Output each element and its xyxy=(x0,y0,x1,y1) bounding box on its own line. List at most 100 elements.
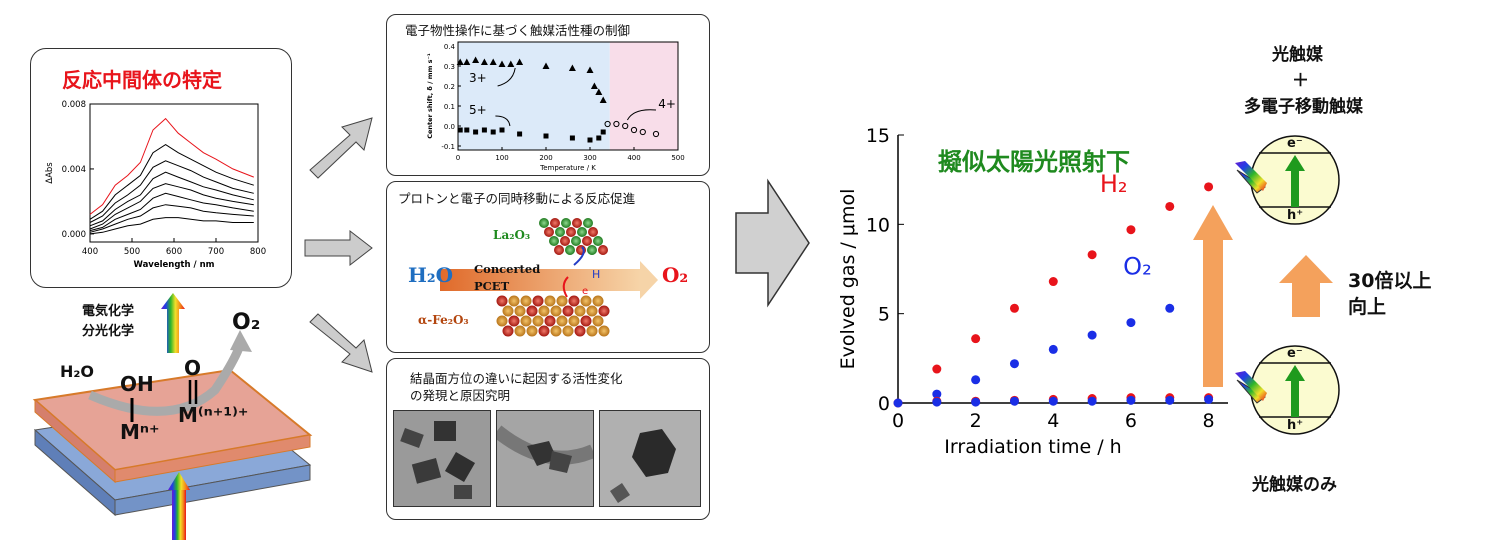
h-label-top: h⁺ xyxy=(1287,208,1304,223)
label-3plus: 3+ xyxy=(469,71,487,85)
fe2o3-atom xyxy=(520,315,532,327)
la2o3-atom xyxy=(549,236,559,246)
intermediate-box xyxy=(30,48,292,288)
x-tick-label: 0 xyxy=(456,154,460,162)
data-point xyxy=(1009,396,1019,406)
la2o3-atom xyxy=(550,218,560,228)
spectrum-line xyxy=(89,144,254,220)
la2o3-atom xyxy=(539,218,549,228)
x-tick-label: 400 xyxy=(82,247,98,257)
data-point xyxy=(1087,396,1097,406)
data-point xyxy=(971,375,981,385)
fe2o3-atom xyxy=(562,325,574,337)
data-point xyxy=(893,398,903,408)
la2o3-atom xyxy=(571,236,581,246)
data-point xyxy=(490,129,496,135)
data-point xyxy=(457,127,463,133)
series-label-o2: O₂ xyxy=(1123,252,1152,280)
e-label-top: e⁻ xyxy=(1287,136,1303,151)
la2o3-atom xyxy=(561,218,571,228)
fe2o3-atom xyxy=(496,315,508,327)
y-tick-label: 0.000 xyxy=(62,230,86,240)
fe2o3-atom xyxy=(556,295,568,307)
x-tick-label: 6 xyxy=(1125,410,1137,432)
data-point xyxy=(1204,182,1214,192)
la2o3-atom xyxy=(587,245,597,255)
fe2o3-atom xyxy=(514,325,526,337)
data-point xyxy=(463,58,471,65)
electrode-illustration xyxy=(32,330,313,540)
spectrum-line xyxy=(89,204,254,233)
data-point xyxy=(932,364,942,374)
fe2o3-atom xyxy=(532,315,544,327)
data-point xyxy=(652,130,660,138)
la2o3-atom xyxy=(544,227,554,237)
fe2o3-atom xyxy=(586,325,598,337)
h-label: H xyxy=(592,268,601,281)
pcet-label: PCET xyxy=(474,279,510,293)
mossbauer-title: 電子物性操作に基づく触媒活性種の制御 xyxy=(405,23,631,38)
fe2o3-atom xyxy=(514,305,526,317)
data-point xyxy=(456,58,464,65)
fe2o3-atom xyxy=(592,315,604,327)
method-label-2: 分光化学 xyxy=(82,324,135,339)
data-point xyxy=(630,126,638,134)
label-4plus: 4+ xyxy=(658,97,676,111)
tem-image-3 xyxy=(599,410,701,507)
series-label-h2: H₂ xyxy=(1100,170,1128,198)
x-tick-label: 500 xyxy=(124,247,140,257)
y-tick-label: 0.1 xyxy=(444,103,455,111)
top-catalyst-label-1: 光触媒 xyxy=(1272,45,1323,65)
la2o3-atom xyxy=(555,227,565,237)
data-point xyxy=(498,60,506,67)
arrow-3plus xyxy=(497,67,516,87)
la2o3-atom xyxy=(577,227,587,237)
arrow-4plus xyxy=(626,109,657,121)
data-point xyxy=(1009,359,1019,369)
metal-low-label: Mⁿ⁺ xyxy=(120,420,160,444)
spectrum-line xyxy=(89,192,254,232)
data-point xyxy=(1165,303,1175,313)
arrow-to-top xyxy=(309,117,373,179)
x-axis-label: Wavelength / nm xyxy=(134,260,215,270)
rainbow-arrow-up xyxy=(161,293,185,353)
e-label: e xyxy=(582,286,589,297)
data-point xyxy=(604,120,611,128)
x-tick-label: 100 xyxy=(495,154,508,162)
data-point xyxy=(622,122,629,130)
e-label-bottom: e⁻ xyxy=(1287,346,1303,361)
spectrum-line xyxy=(89,217,254,235)
fe2o3-atom xyxy=(526,305,538,317)
fe2o3-atom xyxy=(598,305,610,317)
improvement-label-2: 向上 xyxy=(1348,296,1387,318)
orange-up-arrow xyxy=(1193,205,1233,387)
data-point xyxy=(1165,201,1175,211)
catalyst-bubble-bottom xyxy=(1235,345,1340,435)
fe2o3-atom xyxy=(520,295,532,307)
y-tick-label: 0.004 xyxy=(62,165,86,175)
data-point xyxy=(1048,344,1058,354)
data-point xyxy=(516,58,524,65)
data-point xyxy=(1048,277,1058,287)
fe2o3-atom xyxy=(538,325,550,337)
x-axis-label: Temperature / K xyxy=(539,164,596,172)
arrow-to-middle xyxy=(304,229,373,267)
fe2o3-atom xyxy=(496,295,508,307)
data-point xyxy=(499,127,505,133)
data-point xyxy=(1126,225,1136,235)
data-point xyxy=(1009,303,1019,313)
data-point xyxy=(543,133,549,139)
data-point xyxy=(542,62,550,69)
fe2o3-atom xyxy=(586,305,598,317)
data-point xyxy=(1087,250,1097,260)
data-point xyxy=(1204,394,1214,404)
data-point xyxy=(590,82,598,89)
fe2o3-atom xyxy=(502,325,514,337)
la2o3-atom xyxy=(560,236,570,246)
data-point xyxy=(568,64,576,71)
arrow-5plus xyxy=(495,115,511,127)
x-tick-label: 8 xyxy=(1203,410,1215,432)
y-axis-label: ΔAbs xyxy=(45,162,55,184)
data-point xyxy=(1126,395,1136,405)
